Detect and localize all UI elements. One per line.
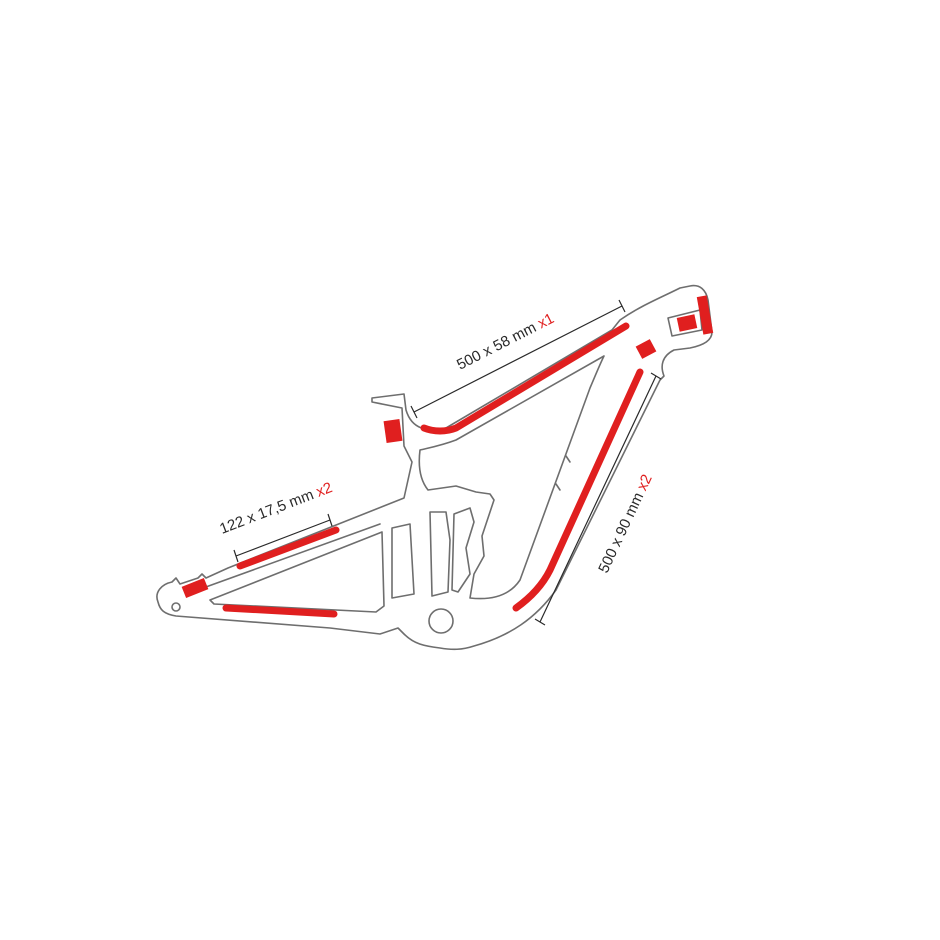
head-tube-notch	[667, 309, 703, 337]
stays-dimension-line	[233, 513, 333, 563]
dropout-patch	[181, 577, 209, 599]
cable-guide-marks	[555, 455, 571, 491]
bottom-bracket-hole	[428, 608, 454, 634]
shock-cutout-mid	[429, 511, 451, 597]
chainstay-line	[191, 523, 381, 593]
down-tube-top-patch	[635, 339, 657, 359]
stays-quantity: x2	[314, 479, 335, 501]
shock-body	[451, 507, 475, 593]
chain-stay-protector	[222, 604, 338, 618]
top-tube-dimension-line	[410, 299, 626, 419]
rear-axle-hole	[171, 602, 181, 612]
stays-size: 122 x 17,5 mm	[217, 486, 316, 537]
protection-films	[181, 295, 714, 618]
main-triangle-void	[418, 355, 605, 600]
top-tube-label: 500 x 58 mm x1	[454, 310, 557, 374]
dimension-lines	[233, 299, 662, 626]
head-tube-patch-left	[676, 314, 698, 332]
bike-frame-outline	[156, 284, 713, 651]
seat-stay-protector	[236, 526, 340, 570]
rear-triangle-void	[209, 531, 385, 613]
top-tube-quantity: x1	[535, 310, 557, 332]
top-tube-protector	[420, 322, 630, 435]
down-tube-dimension-line	[534, 372, 662, 626]
shock-cutout-left	[391, 523, 415, 599]
stays-label: 122 x 17,5 mm x2	[217, 479, 334, 538]
frame-silhouette	[156, 284, 713, 651]
down-tube-label: 500 x 90 mm x2	[595, 472, 656, 576]
down-tube-quantity: x2	[634, 472, 656, 494]
down-tube-protector	[512, 368, 644, 612]
seat-tube-patch	[383, 418, 403, 444]
down-tube-size: 500 x 90 mm	[595, 490, 647, 576]
top-tube-size: 500 x 58 mm	[454, 319, 539, 374]
head-tube-patch-right	[696, 295, 714, 335]
